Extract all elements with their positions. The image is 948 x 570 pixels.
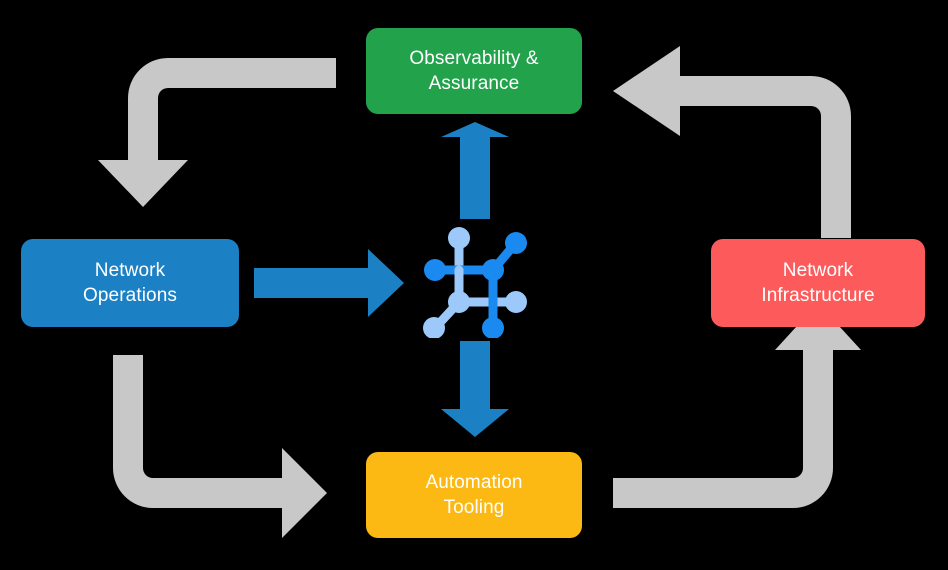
- icon-node-bottom: [482, 317, 504, 338]
- node-automation-tooling[interactable]: Automation Tooling: [366, 452, 582, 538]
- arrow-center-to-automation: [441, 341, 509, 437]
- arrow-infrastructure-to-observability: [613, 46, 851, 238]
- icon-node-top-right: [505, 232, 527, 254]
- node-network-operations[interactable]: Network Operations: [21, 239, 239, 327]
- icon-node-bottom-left: [423, 317, 445, 338]
- icon-node-mid-left: [448, 291, 470, 313]
- arrow-observability-to-operations: [98, 58, 336, 207]
- icon-node-center: [482, 259, 504, 281]
- node-automation-tooling-label: Automation Tooling: [425, 471, 523, 518]
- arrow-operations-to-automation: [113, 355, 327, 538]
- icon-node-top-left: [448, 227, 470, 249]
- arrow-center-to-observability: [441, 122, 509, 219]
- arrow-automation-to-infrastructure: [613, 303, 861, 508]
- node-network-infrastructure-label: Network Infrastructure: [761, 259, 875, 306]
- node-network-operations-label: Network Operations: [83, 259, 177, 306]
- node-observability-label: Observability & Assurance: [409, 47, 539, 94]
- node-observability-assurance[interactable]: Observability & Assurance: [366, 28, 582, 114]
- icon-node-right: [505, 291, 527, 313]
- network-topology-icon: [423, 227, 527, 338]
- node-network-infrastructure[interactable]: Network Infrastructure: [711, 239, 925, 327]
- arrow-operations-to-center: [254, 249, 404, 317]
- icon-node-left: [424, 259, 446, 281]
